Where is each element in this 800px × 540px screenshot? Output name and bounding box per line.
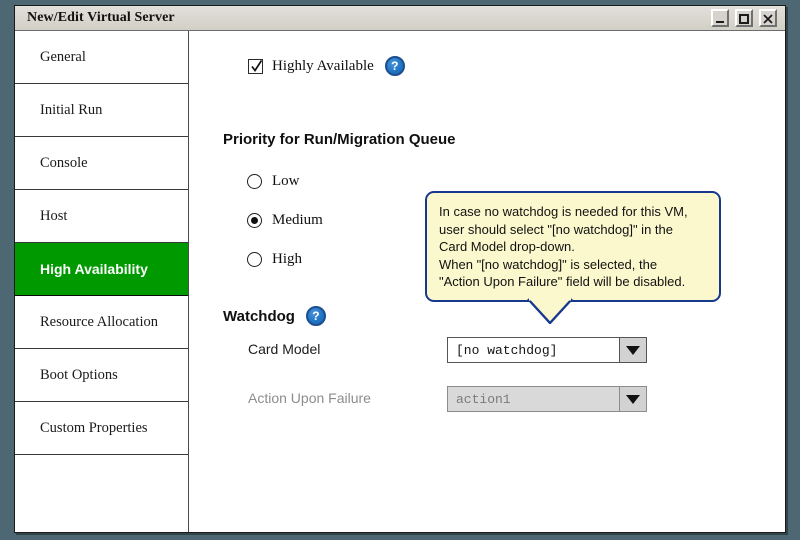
- sidebar-item-custom-properties[interactable]: Custom Properties: [15, 402, 188, 455]
- sidebar-item-label: Boot Options: [40, 366, 118, 383]
- minimize-button[interactable]: [711, 9, 729, 27]
- sidebar-item-host[interactable]: Host: [15, 190, 188, 243]
- settings-pane: Highly Available ? Priority for Run/Migr…: [190, 31, 785, 532]
- close-button[interactable]: [759, 9, 777, 27]
- tooltip-line: user should select "[no watchdog]" in th…: [439, 221, 673, 237]
- card-model-value: [no watchdog]: [456, 342, 558, 358]
- priority-option-high[interactable]: High: [247, 251, 302, 268]
- watchdog-tooltip: In case no watchdog is needed for this V…: [425, 191, 721, 324]
- sidebar-item-boot-options[interactable]: Boot Options: [15, 349, 188, 402]
- radio-low-indicator[interactable]: [247, 174, 262, 189]
- virtual-server-dialog: New/Edit Virtual Server General Initial …: [14, 5, 786, 533]
- sidebar-item-high-availability[interactable]: High Availability: [15, 243, 188, 296]
- window-title: New/Edit Virtual Server: [27, 10, 175, 25]
- sidebar-item-label: Initial Run: [40, 101, 103, 118]
- chevron-down-icon: [619, 387, 646, 411]
- priority-option-low[interactable]: Low: [247, 173, 300, 190]
- maximize-button[interactable]: [735, 9, 753, 27]
- radio-high-label: High: [272, 251, 302, 267]
- highly-available-row: Highly Available ?: [248, 56, 405, 76]
- highly-available-label: Highly Available: [272, 57, 374, 74]
- checkmark-icon: [251, 59, 263, 72]
- action-upon-failure-value: action1: [456, 391, 511, 407]
- action-upon-failure-label: Action Upon Failure: [248, 390, 371, 406]
- triangle-down-icon: [626, 395, 640, 404]
- watchdog-help-icon[interactable]: ?: [305, 306, 326, 326]
- minimize-icon: [716, 21, 724, 23]
- radio-high-indicator[interactable]: [247, 252, 262, 267]
- close-icon: [763, 14, 773, 24]
- radio-medium-label: Medium: [272, 212, 323, 228]
- tooltip-line: "Action Upon Failure" field will be disa…: [439, 274, 686, 289]
- sidebar-item-general[interactable]: General: [15, 31, 188, 84]
- radio-low-label: Low: [272, 173, 300, 189]
- dialog-body: General Initial Run Console Host High Av…: [15, 31, 785, 532]
- tooltip-line: In case no watchdog is needed for this V…: [439, 204, 688, 219]
- chevron-down-icon[interactable]: [619, 338, 646, 362]
- sidebar-item-console[interactable]: Console: [15, 137, 188, 190]
- window-titlebar: New/Edit Virtual Server: [15, 6, 785, 31]
- sidebar-item-initial-run[interactable]: Initial Run: [15, 84, 188, 137]
- sidebar-item-empty: [15, 455, 188, 508]
- triangle-down-icon: [626, 346, 640, 355]
- sidebar-item-label: General: [40, 48, 86, 65]
- priority-option-medium[interactable]: Medium: [247, 212, 323, 229]
- tooltip-line: When "[no watchdog]" is selected, the: [439, 256, 658, 272]
- highly-available-checkbox[interactable]: [248, 58, 263, 74]
- sidebar-item-label: Host: [40, 207, 68, 224]
- tooltip-pointer: [527, 297, 573, 324]
- sidebar-item-label: Resource Allocation: [40, 313, 158, 330]
- sidebar-item-label: Console: [40, 154, 88, 171]
- tooltip-line: Card Model drop-down.: [439, 239, 575, 254]
- watchdog-section-title: Watchdog: [223, 307, 295, 325]
- radio-medium-indicator[interactable]: [247, 213, 262, 228]
- highly-available-help-icon[interactable]: ?: [384, 56, 405, 76]
- sidebar-item-label: Custom Properties: [40, 419, 148, 436]
- sidebar-item-resource-allocation[interactable]: Resource Allocation: [15, 296, 188, 349]
- sidebar-item-label: High Availability: [40, 261, 148, 277]
- action-upon-failure-dropdown: action1: [447, 386, 647, 412]
- watchdog-section-header: Watchdog ?: [223, 306, 326, 326]
- card-model-label: Card Model: [248, 341, 321, 357]
- maximize-icon: [739, 14, 749, 24]
- sidebar-nav: General Initial Run Console Host High Av…: [15, 31, 189, 532]
- card-model-dropdown[interactable]: [no watchdog]: [447, 337, 647, 363]
- priority-section-title: Priority for Run/Migration Queue: [223, 131, 456, 148]
